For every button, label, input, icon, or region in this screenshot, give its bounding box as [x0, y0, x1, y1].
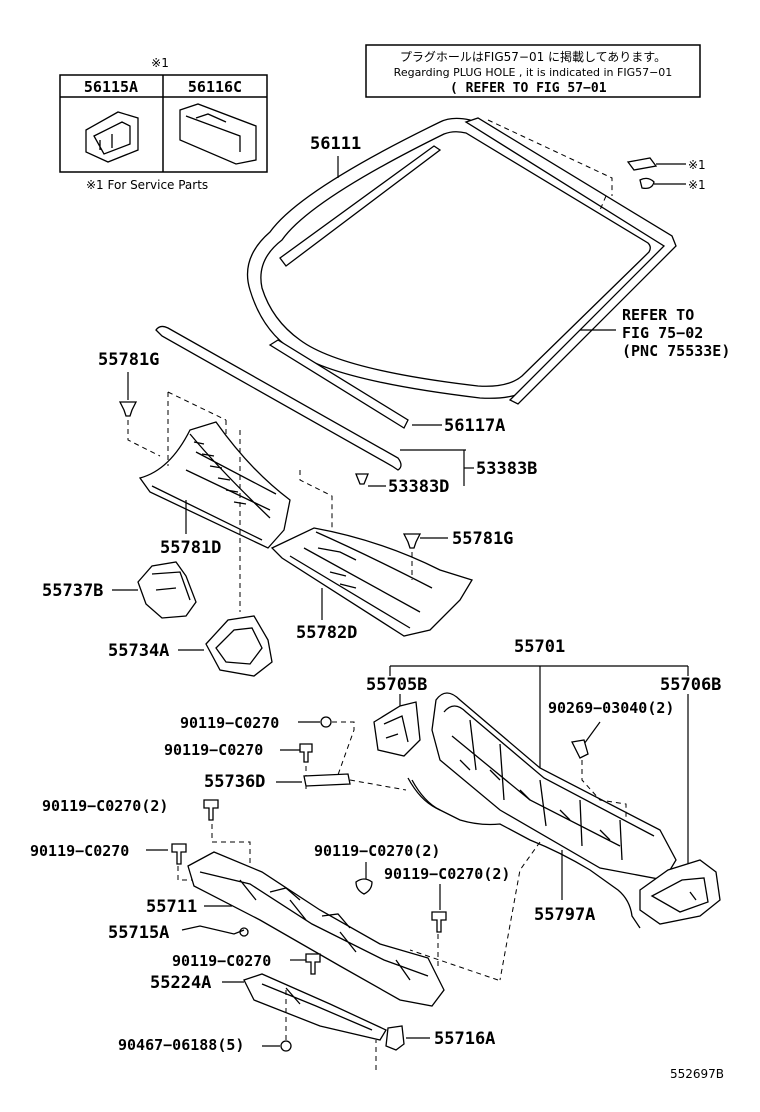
note-line-2: Regarding PLUG HOLE , it is indicated in… — [394, 66, 673, 79]
wire-55715a — [181, 925, 245, 935]
note-line-1: プラグホールはFIG57−01 に掲載してあります。 — [400, 49, 666, 64]
label-55736d: 55736D — [204, 772, 265, 792]
clip-56115a-drawing — [85, 111, 139, 163]
bolt-2 — [299, 743, 313, 763]
label-55781g-mid: 55781G — [452, 529, 513, 549]
label-bolt-1: 90119−C0270 — [180, 714, 279, 732]
label-55705b: 55705B — [366, 675, 427, 695]
note-line-3: ( REFER TO FIG 57−01 — [450, 81, 607, 96]
label-55224a: 55224A — [150, 973, 211, 993]
seal-55734a — [205, 615, 273, 677]
mark-1: ※1 — [688, 158, 706, 172]
windshield-glass — [246, 117, 671, 429]
bracket-55736d — [303, 773, 351, 787]
bolt-7 — [305, 953, 321, 975]
label-53383d: 53383D — [388, 477, 449, 497]
clip-90467 — [280, 1040, 292, 1052]
label-bolt-2: 90119−C0270 — [164, 741, 263, 759]
mark-2: ※1 — [688, 178, 706, 192]
weatherstrip-56117a — [155, 325, 402, 471]
clip-56116c-drawing — [179, 103, 257, 165]
refer-line-3: (PNC 75533E) — [622, 342, 730, 360]
label-55782d: 55782D — [296, 623, 357, 643]
label-53383b: 53383B — [476, 459, 537, 479]
label-55716a: 55716A — [434, 1029, 495, 1049]
label-90269: 90269−03040(2) — [548, 699, 674, 717]
label-55715a: 55715A — [108, 923, 169, 943]
bolt-3 — [203, 799, 219, 821]
service-col-56115a: 56115A — [84, 78, 138, 96]
figure-code: 552697B — [670, 1067, 724, 1081]
clip-90269 — [571, 739, 589, 759]
bolt-1 — [320, 716, 332, 728]
label-55711: 55711 — [146, 897, 197, 917]
clip-55781g-mid — [402, 533, 422, 549]
bolt-6 — [431, 911, 447, 933]
clip-55781g-top — [118, 401, 138, 417]
service-mark: ※1 — [151, 56, 169, 70]
label-55737b: 55737B — [42, 581, 103, 601]
seal-55224a — [243, 973, 387, 1041]
clip-55716a — [385, 1025, 405, 1051]
cowl-panel-55701 — [431, 692, 677, 881]
service-parts-table: ※1 56115A 56116C ※1 For Service Parts — [59, 56, 268, 192]
bolt-4 — [171, 843, 187, 865]
label-55706b: 55706B — [660, 675, 721, 695]
label-bolt-5: 90119−C0270(2) — [314, 842, 440, 860]
label-90467: 90467−06188(5) — [118, 1036, 244, 1054]
glass-side-moulding — [464, 117, 677, 405]
label-55781g-top: 55781G — [98, 350, 159, 370]
clip-marker-1 — [626, 157, 658, 171]
note-box: プラグホールはFIG57−01 に掲載してあります。 Regarding PLU… — [365, 44, 701, 98]
refer-line-2: FIG 75−02 — [622, 324, 703, 342]
label-55734a: 55734A — [108, 641, 169, 661]
guide-line — [487, 119, 613, 211]
hose-55797a — [407, 777, 641, 929]
label-56117a: 56117A — [444, 416, 505, 436]
label-bolt-3: 90119−C0270(2) — [42, 797, 168, 815]
bracket-55705b — [373, 701, 421, 757]
label-55781d: 55781D — [160, 538, 221, 558]
louver-55781d — [138, 421, 291, 549]
clip-marker-2 — [639, 177, 655, 190]
bolt-5 — [355, 878, 373, 895]
bracket-55706b — [639, 859, 721, 925]
service-col-56116c: 56116C — [188, 78, 242, 96]
label-55797a: 55797A — [534, 905, 595, 925]
label-bolt-4: 90119−C0270 — [30, 842, 129, 860]
refer-line-1: REFER TO — [622, 306, 694, 324]
louver-55782d — [270, 527, 473, 637]
lower-panel-55711 — [187, 851, 445, 1007]
label-56111: 56111 — [310, 134, 361, 154]
service-footnote: ※1 For Service Parts — [86, 178, 208, 192]
label-bolt-6: 90119−C0270(2) — [384, 865, 510, 883]
label-bolt-7: 90119−C0270 — [172, 952, 271, 970]
label-55701: 55701 — [514, 637, 565, 657]
seal-55737b — [137, 561, 197, 619]
clip-53383d — [355, 473, 369, 485]
